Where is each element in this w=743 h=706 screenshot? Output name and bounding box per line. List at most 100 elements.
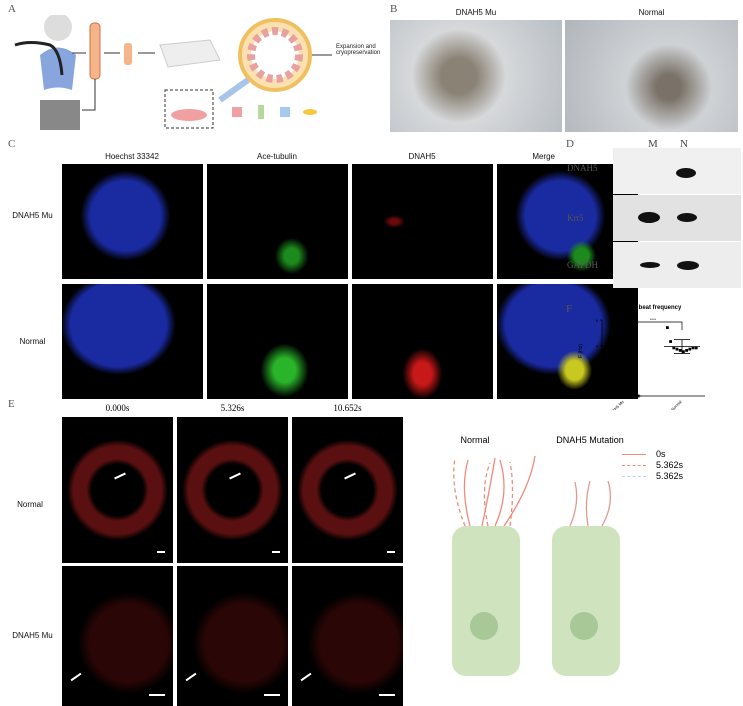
- head-icon: [44, 15, 72, 41]
- legend-item-5s-a: 5.362s: [622, 460, 683, 471]
- data-point: [685, 349, 688, 352]
- eppendorf-icon: [124, 43, 132, 65]
- blot-label-krt5: Krt5: [567, 213, 584, 223]
- c-col-dnah5: DNAH5: [408, 152, 436, 161]
- arrow-icon: [300, 672, 312, 682]
- legend-item-5s-b: 5.362s: [622, 471, 683, 482]
- panel-label-a: A: [8, 3, 16, 15]
- normal-cilia: [453, 455, 536, 527]
- arrow-icon: [114, 472, 126, 480]
- e-mu-frame-0: [62, 566, 173, 706]
- arrow-icon: [344, 472, 356, 480]
- data-point: [694, 346, 698, 350]
- time-1: 5.326s: [220, 403, 245, 413]
- arrow-icon: [185, 672, 197, 682]
- e-row-mu: DNAH5 Mu: [12, 631, 53, 640]
- scale-bar: [264, 694, 280, 696]
- diagram-title-normal: Normal: [460, 435, 490, 445]
- arrow: [82, 79, 96, 111]
- panel-label-c: C: [8, 138, 16, 150]
- panel-label-d: D: [566, 138, 574, 150]
- c-normal-merge: [497, 284, 638, 399]
- c-col-merge: Merge: [532, 152, 555, 161]
- e-row-normal: Normal: [17, 500, 43, 509]
- diagram-legend: 0s 5.362s 5.362s: [622, 449, 683, 482]
- dish-inset: [164, 89, 214, 129]
- e-normal-frame-2: [292, 417, 403, 563]
- arrow: [218, 77, 250, 103]
- c-mu-hoechst: [62, 164, 203, 279]
- time-0: 0.000s: [105, 403, 130, 413]
- data-point: [675, 347, 679, 351]
- arrow-icon: [70, 672, 82, 682]
- diagram-title-mutation: DNAH5 Mutation: [556, 435, 624, 445]
- data-point: [672, 346, 676, 350]
- blot-row-gapdh: [613, 242, 741, 288]
- mutant-cell: [552, 526, 620, 676]
- blot-label-gapdh: GAPDH: [567, 260, 599, 270]
- y-tick-label: 2: [596, 369, 599, 374]
- club-cell-icon: [232, 107, 242, 117]
- blot-row-krt5: [613, 195, 741, 241]
- data-point: [682, 350, 685, 354]
- scale-bar: [272, 551, 280, 553]
- y-tick-label: 0: [596, 394, 599, 399]
- lungs-icon: [40, 47, 76, 90]
- x-tick-label: DNAH5 Mu: [607, 399, 625, 410]
- normal-cell: [452, 526, 520, 676]
- c-mu-dnah5: [352, 164, 493, 279]
- basal-cell-icon: [303, 109, 317, 115]
- scale-bar: [157, 551, 165, 553]
- e-normal-frame-1: [177, 417, 288, 563]
- legend-item-0s: 0s: [622, 449, 683, 460]
- y-tick-label: 6: [596, 318, 599, 323]
- e-mu-frame-2: [292, 566, 403, 706]
- ciliated-cell-icon: [258, 105, 264, 119]
- c-col-hoechst: Hoechst 33342: [105, 152, 159, 161]
- data-point: [688, 347, 692, 351]
- data-point: [691, 346, 695, 350]
- goblet-cell-icon: [280, 107, 290, 117]
- x-tick-label: Normal: [670, 399, 683, 410]
- e-mu-frame-1: [177, 566, 288, 706]
- nucleus: [470, 612, 498, 640]
- scale-bar: [149, 694, 165, 696]
- c-normal-hoechst: [62, 284, 203, 399]
- brightfield-mu: [390, 20, 562, 132]
- chart-title: Ciliary beat frequency: [618, 305, 682, 311]
- data-point: [666, 326, 669, 329]
- scale-bar: [387, 551, 395, 553]
- data-point: [669, 340, 672, 343]
- expansion-label: Expansion and cryopreservation: [336, 44, 381, 56]
- mutant-cilia: [569, 480, 612, 527]
- b-title-mu: DNAH5 Mu: [455, 8, 497, 17]
- time-2: 10.652s: [333, 403, 362, 413]
- significance-label: ****: [650, 317, 657, 322]
- brightfield-normal: [565, 20, 738, 132]
- c-mu-acetubulin: [207, 164, 348, 279]
- blot-label-dnah5: DNAH5: [567, 163, 598, 173]
- c-col-acetubulin: Ace-tubulin: [256, 152, 298, 161]
- significance-bracket: [623, 321, 683, 389]
- c-normal-acetubulin: [207, 284, 348, 399]
- blot-row-dnah5: [613, 148, 741, 194]
- panel-label-e: E: [8, 398, 15, 410]
- panel-label-f: F: [566, 303, 573, 315]
- lane-m: M: [648, 138, 658, 150]
- cilia-diagram: [452, 455, 620, 676]
- c-row-normal: Normal: [19, 337, 46, 346]
- c-row-mu: DNAH5 Mu: [12, 211, 53, 220]
- bronchoscope-icon: [14, 41, 64, 76]
- tube-icon: [89, 22, 101, 80]
- lane-n: N: [680, 138, 688, 150]
- western-blot: [613, 148, 741, 288]
- arrow-icon: [229, 472, 241, 480]
- well-plate-icon: [159, 39, 221, 68]
- dish-icon: [171, 109, 207, 121]
- c-normal-dnah5: [352, 284, 493, 399]
- panel-label-b: B: [390, 3, 398, 15]
- b-title-normal: Normal: [638, 8, 665, 17]
- scale-bar: [379, 694, 395, 696]
